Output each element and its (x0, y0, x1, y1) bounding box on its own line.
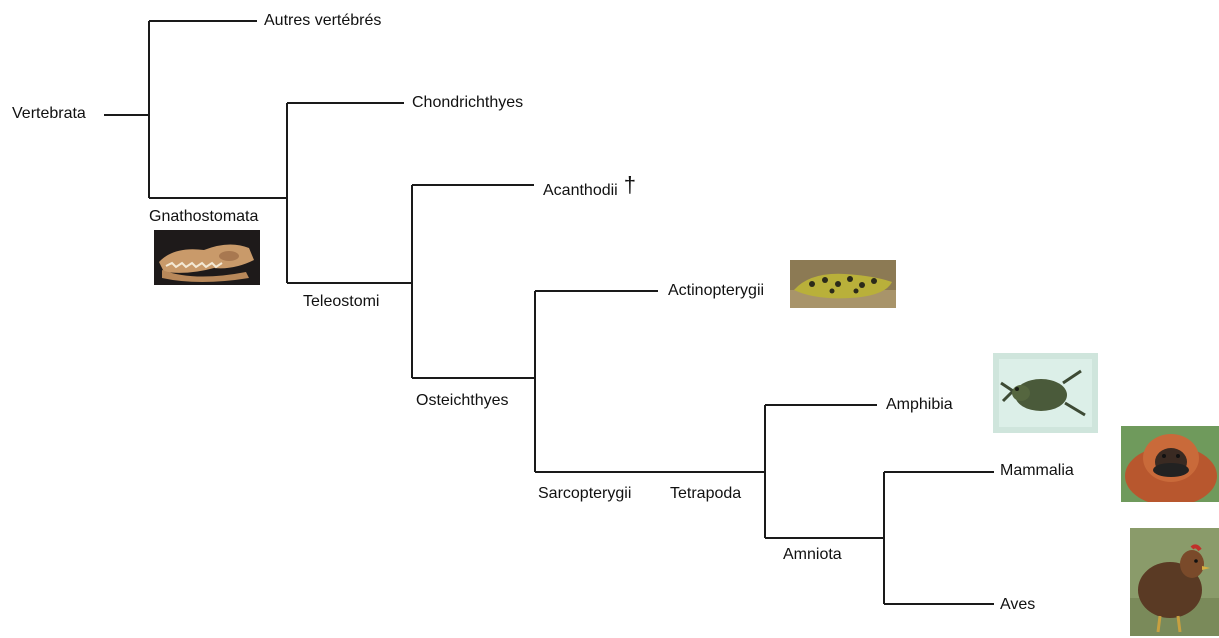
label-amniota: Amniota (783, 546, 842, 563)
fish-photo (790, 260, 896, 308)
label-tetrapoda: Tetrapoda (670, 485, 742, 502)
frog-photo (993, 353, 1098, 433)
label-vertebrata: Vertebrata (12, 105, 86, 122)
acanthodii-name: Acanthodii (543, 182, 618, 199)
label-mammalia: Mammalia (1000, 462, 1074, 479)
label-teleostomi: Teleostomi (303, 293, 380, 310)
orangutan-photo (1121, 426, 1219, 502)
label-chondrichthyes: Chondrichthyes (412, 94, 524, 111)
label-actinopterygii: Actinopterygii (668, 282, 765, 299)
label-osteichthyes: Osteichthyes (416, 392, 509, 409)
label-acanthodii: Acanthodii † (543, 174, 636, 199)
chicken-photo (1130, 528, 1219, 636)
shark-jaw-photo (154, 230, 260, 285)
label-autres-vertebres: Autres vertébrés (264, 12, 382, 29)
label-aves: Aves (1000, 596, 1036, 613)
label-amphibia: Amphibia (886, 396, 953, 413)
label-sarcopterygii: Sarcopterygii (538, 485, 632, 502)
extinct-dagger-icon: † (623, 172, 636, 197)
label-gnathostomata: Gnathostomata (149, 208, 259, 225)
